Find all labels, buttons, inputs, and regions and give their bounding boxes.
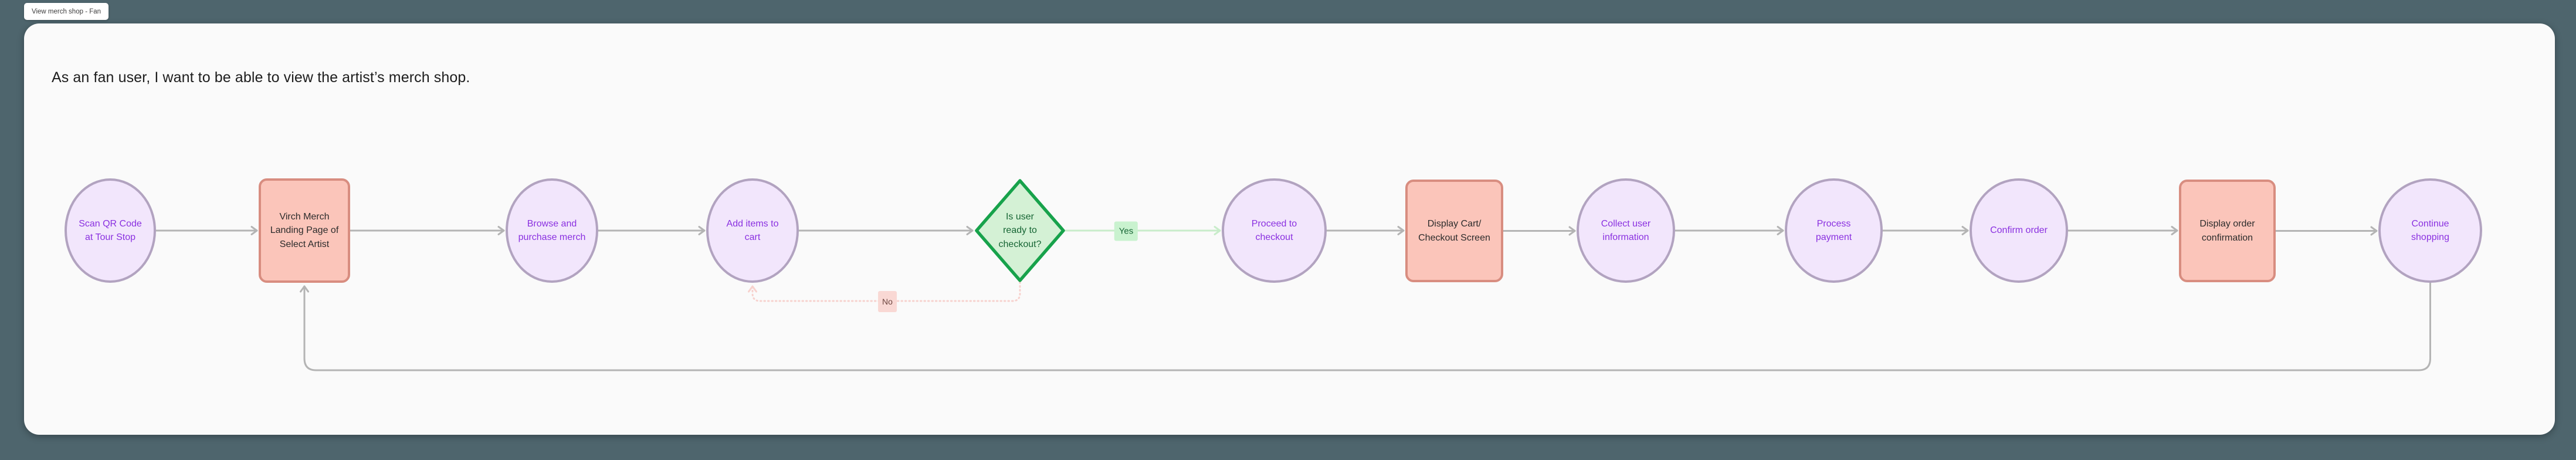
node-label: Scan QR Code at Tour Stop — [79, 218, 142, 242]
node-label: Display Cart/ Checkout Screen — [1418, 219, 1490, 243]
node-label: Continue shopping — [2411, 218, 2449, 242]
node-label: Display order confirmation — [2199, 219, 2255, 243]
node-proceed[interactable]: Proceed to checkout — [1222, 178, 1327, 283]
node-label: Add items to cart — [726, 218, 779, 242]
node-decision[interactable]: Is user ready to checkout? — [974, 178, 1066, 283]
node-label: Confirm order — [1990, 225, 2048, 236]
node-collect-info[interactable]: Collect user information — [1577, 178, 1675, 283]
node-label: Process payment — [1815, 218, 1852, 242]
connector-continue-shopping-to-landing[interactable] — [300, 281, 2431, 371]
node-confirm-order[interactable]: Confirm order — [1970, 178, 2068, 283]
node-continue-shopping[interactable]: Continue shopping — [2378, 178, 2482, 283]
user-story-title: As an fan user, I want to be able to vie… — [52, 69, 470, 86]
board-tab-label: View merch shop - Fan — [32, 8, 101, 15]
node-label: Proceed to checkout — [1251, 218, 1297, 242]
node-label: Browse and purchase merch — [518, 218, 586, 242]
node-label: Is user ready to checkout? — [998, 212, 1042, 249]
flow-canvas[interactable]: As an fan user, I want to be able to vie… — [24, 23, 2555, 435]
node-display-cart[interactable]: Display Cart/ Checkout Screen — [1405, 180, 1503, 282]
edge-label-yes[interactable]: Yes — [1114, 221, 1138, 241]
node-display-confirmation[interactable]: Display order confirmation — [2179, 180, 2276, 282]
node-process-payment[interactable]: Process payment — [1785, 178, 1883, 283]
node-landing[interactable]: Virch Merch Landing Page of Select Artis… — [259, 178, 350, 283]
node-add-items[interactable]: Add items to cart — [706, 178, 799, 283]
node-label: Collect user information — [1601, 218, 1651, 242]
connector-layer — [155, 226, 2431, 371]
node-layer: Scan QR Code at Tour Stop Virch Merch Lan… — [24, 23, 2555, 435]
node-scan-qr[interactable]: Scan QR Code at Tour Stop — [65, 178, 156, 283]
node-label: Virch Merch Landing Page of Select Artis… — [270, 212, 339, 249]
node-browse[interactable]: Browse and purchase merch — [506, 178, 598, 283]
diamond-shape — [975, 179, 1065, 282]
edge-label-no[interactable]: No — [878, 291, 897, 312]
board-tab[interactable]: View merch shop - Fan — [24, 3, 109, 20]
